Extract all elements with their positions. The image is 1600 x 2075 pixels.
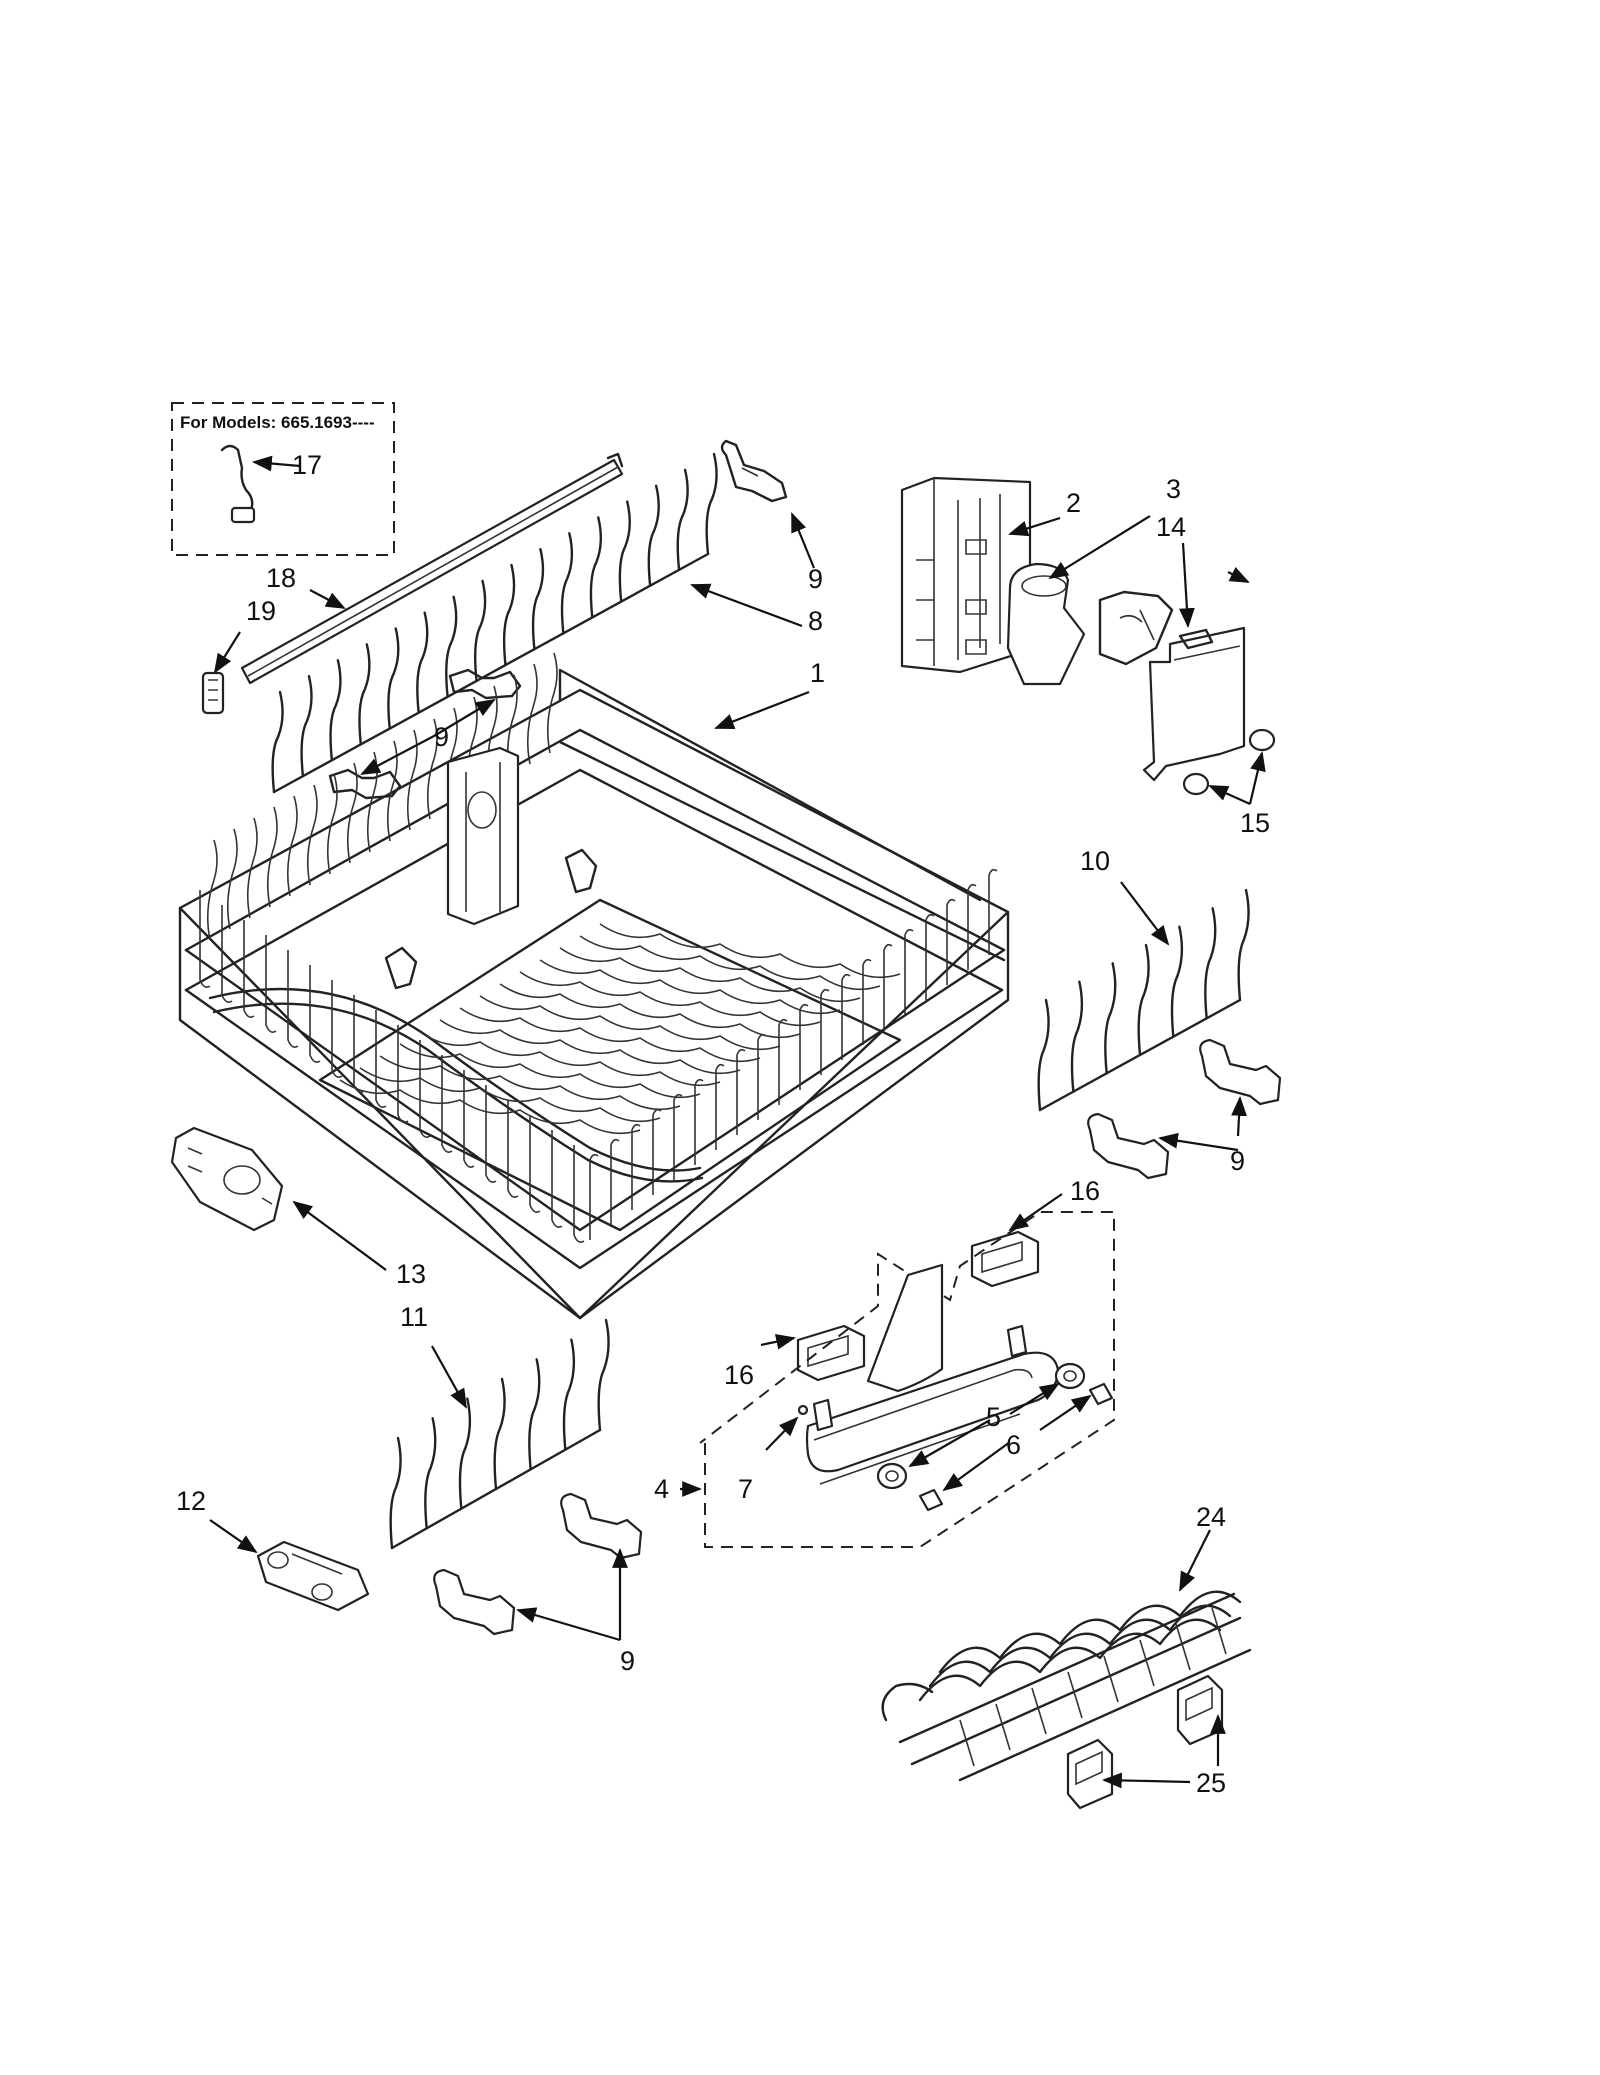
callout-13: 13 xyxy=(396,1259,426,1289)
part-9-clip-bottom xyxy=(433,1492,643,1636)
part-16-clip-right xyxy=(970,1230,1040,1288)
part-15-buttons xyxy=(1182,728,1276,796)
leader-lines xyxy=(209,455,1266,1789)
callout-9-bottom: 9 xyxy=(620,1646,635,1676)
part-9-clip-top xyxy=(720,439,788,503)
rack-wire-grid xyxy=(199,652,998,1243)
part-14-cover xyxy=(1142,626,1246,782)
callout-labels: 17 18 19 2 3 14 15 1 8 9 9 10 9 13 16 11… xyxy=(176,450,1270,1798)
callout-16-right: 16 xyxy=(1070,1176,1100,1206)
callout-15: 15 xyxy=(1240,808,1270,838)
callout-10: 10 xyxy=(1080,846,1110,876)
callout-9-right: 9 xyxy=(1230,1146,1245,1176)
part-5-wheels xyxy=(876,1362,1086,1490)
part-25-clip-right xyxy=(1176,1674,1224,1746)
callout-24: 24 xyxy=(1196,1502,1226,1532)
part-9-clip-right xyxy=(1087,1038,1282,1180)
part-7-screw xyxy=(797,1404,809,1416)
part-4-adjuster-assembly xyxy=(699,1211,1115,1548)
callout-4: 4 xyxy=(654,1474,669,1504)
model-note-box: For Models: 665.1693---- xyxy=(171,402,395,556)
callout-17: 17 xyxy=(292,450,322,480)
part-10-tine-row xyxy=(1037,888,1250,1112)
callout-3: 3 xyxy=(1166,474,1181,504)
part-6-axles xyxy=(918,1382,1114,1512)
part-8-tine-row xyxy=(271,452,718,794)
part-2-bracket xyxy=(900,476,1032,674)
callout-11: 11 xyxy=(400,1302,428,1332)
callout-5: 5 xyxy=(986,1402,1001,1432)
callout-2: 2 xyxy=(1066,488,1081,518)
part-24-cup-shelf xyxy=(881,1590,1252,1782)
part-1-upper-rack xyxy=(178,668,1010,1320)
callout-19: 19 xyxy=(246,596,276,626)
callout-8: 8 xyxy=(808,606,823,636)
part-25-clip-left xyxy=(1066,1738,1114,1810)
callout-9-top: 9 xyxy=(808,564,823,594)
part-17-clip xyxy=(220,444,256,524)
callout-18: 18 xyxy=(266,563,296,593)
part-11-tine-row xyxy=(389,1318,610,1550)
part-18-rack-rail xyxy=(240,452,624,685)
callout-12: 12 xyxy=(176,1486,206,1516)
part-13-bracket xyxy=(170,1126,284,1232)
callout-25: 25 xyxy=(1196,1768,1226,1798)
callout-6: 6 xyxy=(1006,1430,1021,1460)
part-16-clip-left xyxy=(796,1324,866,1382)
callout-14: 14 xyxy=(1156,512,1186,542)
part-3-clip xyxy=(1006,562,1174,686)
model-note-text: For Models: 665.1693---- xyxy=(180,413,375,432)
callout-9-mid: 9 xyxy=(434,722,449,752)
callout-1: 1 xyxy=(810,658,825,688)
callout-7: 7 xyxy=(738,1474,753,1504)
rack-manifold xyxy=(384,746,598,990)
callout-16-left: 16 xyxy=(724,1360,754,1390)
part-12-bracket xyxy=(256,1540,370,1612)
part-19-clip xyxy=(201,671,225,715)
